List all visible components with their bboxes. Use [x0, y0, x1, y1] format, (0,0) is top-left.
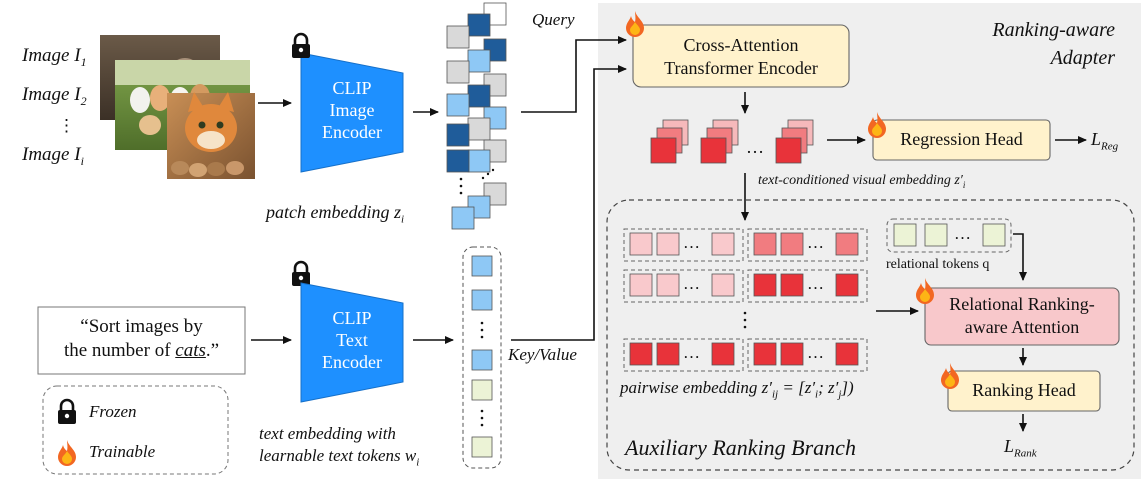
arrow-tokens-to-attention — [1013, 233, 1027, 281]
visual-embeddings — [650, 119, 814, 164]
ranking-head-flame-icon — [941, 363, 959, 389]
pairwise-ellipsis-1a: … — [683, 233, 700, 252]
adapter-title: Ranking-aware Adapter — [992, 19, 1115, 69]
ranking-head-box — [947, 370, 1101, 412]
pairwise-ellipsis-2b: … — [807, 274, 824, 293]
key-value-arrow — [511, 65, 627, 341]
cross-attention-label: Cross-Attention Transformer Encoder — [664, 35, 818, 78]
legend-lock-icon — [58, 398, 76, 424]
clip-image-encoder-shape — [300, 52, 404, 173]
relational-attention-flame-icon — [916, 278, 934, 304]
prompt-box — [37, 306, 246, 375]
relational-tokens-ellipsis: … — [954, 224, 971, 243]
legend-flame-icon — [58, 440, 76, 466]
cross-attention-flame-icon — [626, 11, 644, 37]
visual-embedding-caption: text-conditioned visual embedding z′i — [758, 173, 966, 190]
patch-embedding-caption: patch embedding zi — [266, 202, 405, 226]
legend-trainable-label: Trainable — [89, 442, 156, 461]
prompt-line-2: the number of cats.” — [63, 340, 220, 361]
legend-frozen-label: Frozen — [89, 402, 137, 421]
cross-attention-box — [632, 24, 850, 88]
prompt-line-1: “Sort images by — [80, 316, 203, 337]
image-3-thumbnail — [167, 92, 255, 179]
patch-embeddings — [446, 2, 507, 230]
image-label-2: Image I2 — [22, 84, 87, 108]
relational-tokens-label: relational tokens q — [886, 257, 990, 272]
clip-text-encoder-label: CLIP Text Encoder — [322, 308, 382, 372]
pairwise-ellipsis-1b: … — [807, 233, 824, 252]
image-stack — [100, 35, 255, 179]
text-encoder-lock-icon — [292, 260, 310, 286]
relational-tokens — [893, 223, 1006, 247]
text-token-column — [462, 246, 502, 469]
text-embedding-caption: text embedding with learnable text token… — [259, 424, 420, 469]
visual-embedding-ellipsis: … — [746, 137, 764, 157]
pairwise-ellipsis-3a: … — [683, 343, 700, 362]
regression-flame-icon — [868, 112, 886, 138]
key-value-label: Key/Value — [508, 345, 577, 364]
text-tokens — [471, 255, 493, 458]
auxiliary-branch-panel — [606, 199, 1135, 471]
ranking-head-label: Ranking Head — [972, 380, 1076, 400]
regression-head-box — [872, 119, 1051, 161]
image-encoder-lock-icon — [292, 32, 310, 58]
query-label: Query — [532, 10, 575, 29]
pairwise-embedding-caption: pairwise embedding z′ij = [z′i; z′j]) — [620, 378, 854, 401]
image-label-1: Image I1 — [22, 45, 87, 69]
query-arrow — [521, 36, 627, 113]
pairwise-ellipsis-3b: … — [807, 343, 824, 362]
pairwise-ellipsis-2a: … — [683, 274, 700, 293]
regression-loss-label: LReg — [1091, 129, 1119, 153]
relational-attention-label: Relational Ranking- aware Attention — [949, 294, 1095, 337]
relational-tokens-box — [886, 218, 1012, 253]
auxiliary-branch-title: Auxiliary Ranking Branch — [625, 435, 856, 460]
legend-box — [42, 385, 229, 475]
clip-image-encoder-label: CLIP Image Encoder — [322, 78, 382, 142]
clip-text-encoder-shape — [300, 282, 404, 403]
image-label-ellipsis: ⋮ — [58, 116, 75, 135]
pairwise-rows — [623, 228, 868, 372]
prompt-text: “Sort images by the number of cats.” — [38, 315, 245, 363]
regression-head-label: Regression Head — [900, 129, 1023, 149]
image-label-i: Image Ii — [22, 144, 84, 168]
ranking-loss-label: LRank — [1004, 436, 1037, 460]
relational-attention-box — [924, 287, 1120, 346]
